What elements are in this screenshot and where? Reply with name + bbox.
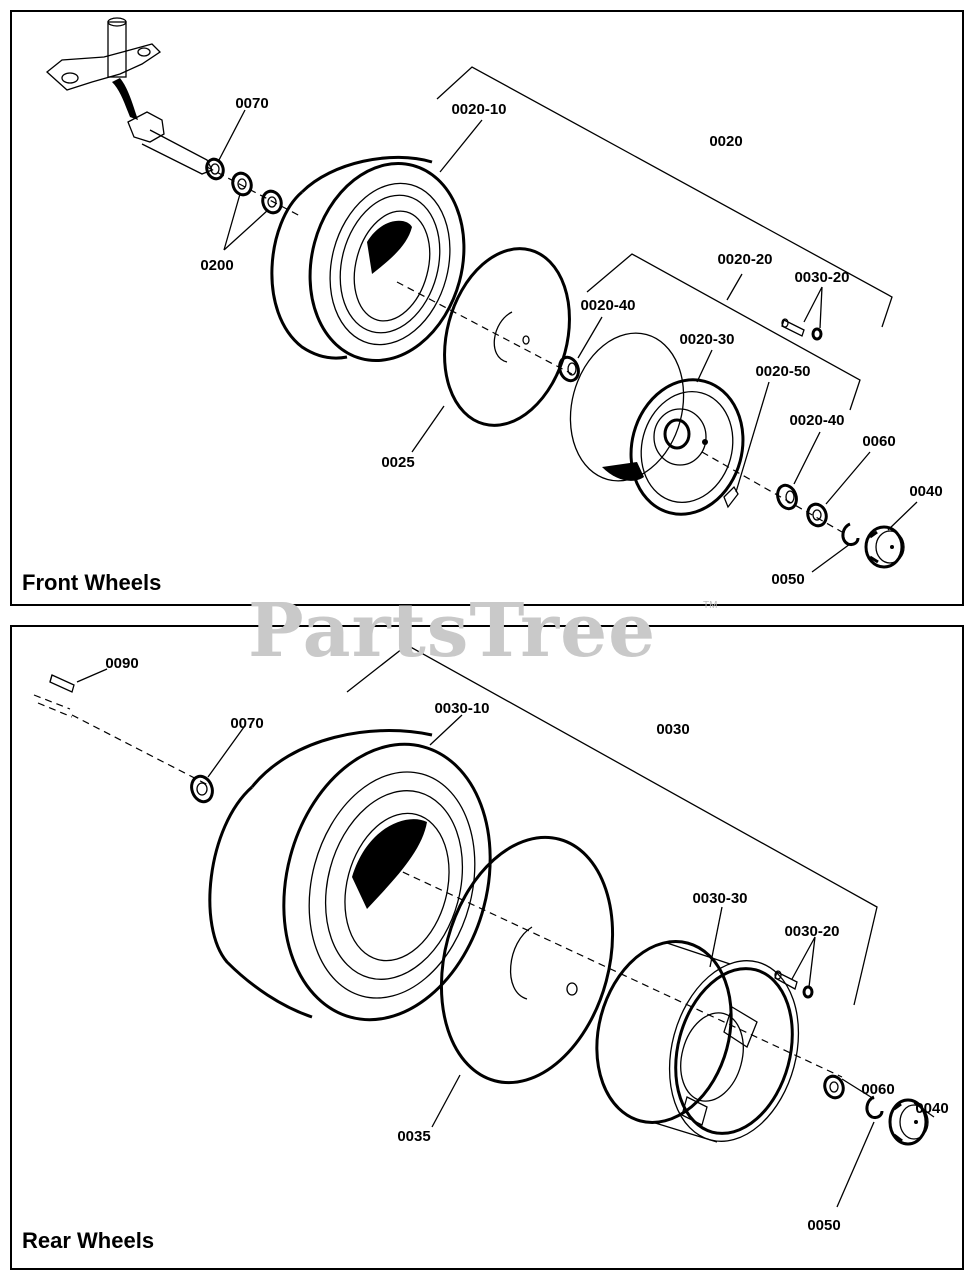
label-0050: 0050: [771, 571, 804, 588]
label-0040-rear: 0040: [915, 1100, 948, 1117]
label-0070-rear: 0070: [230, 715, 263, 732]
label-0020-40-b: 0020-40: [789, 412, 844, 429]
hub-cap-0040: [864, 525, 905, 569]
front-wheels-diagram: 0070 0200 0020-10 0020 0025 0020-20 0030…: [45, 17, 943, 588]
label-0040: 0040: [909, 483, 942, 500]
front-tube-0025: [443, 247, 571, 427]
label-0200: 0200: [200, 257, 233, 274]
label-0030: 0030: [656, 721, 689, 738]
label-0030-20-rear: 0030-20: [784, 923, 839, 940]
front-tire-0020-10: [270, 155, 466, 363]
bracket-0020: [436, 66, 893, 328]
rear-wheels-diagram: 0090 0070 0030-10 0030 0030-30 0030-20 0…: [33, 644, 949, 1234]
rear-wheels-title: Rear Wheels: [22, 1228, 155, 1253]
bracket-0030: [346, 644, 878, 1006]
label-0090: 0090: [105, 655, 138, 672]
front-wheels-title: Front Wheels: [22, 570, 162, 595]
e-clip-0050-rear: [865, 1095, 884, 1119]
label-0035: 0035: [397, 1128, 430, 1145]
grease-fitting-0020-50: [723, 485, 739, 509]
label-0060: 0060: [862, 433, 895, 450]
bearing-0020-40-b: [776, 483, 798, 511]
label-0020-30: 0020-30: [679, 331, 734, 348]
label-0030-30: 0030-30: [692, 890, 747, 907]
key-0090: [49, 674, 75, 693]
label-0070: 0070: [235, 95, 268, 112]
bearing-0020-40-a: [558, 355, 580, 383]
label-0020: 0020: [709, 133, 742, 150]
label-0030-20: 0030-20: [794, 269, 849, 286]
label-0030-10: 0030-10: [434, 700, 489, 717]
spindle-bracket: [45, 17, 213, 175]
label-0020-10: 0020-10: [451, 101, 506, 118]
valve-stem-0030-20-rear: [774, 970, 814, 999]
rear-tube-0035: [439, 835, 615, 1085]
valve-stem-0030-20: [781, 318, 823, 341]
bracket-0020-20: [586, 253, 861, 411]
rear-wheels-panel: 0090 0070 0030-10 0030 0030-30 0030-20 0…: [10, 625, 964, 1270]
label-0020-50: 0020-50: [755, 363, 810, 380]
label-0020-40-a: 0020-40: [580, 297, 635, 314]
washers-0200: [231, 171, 283, 215]
label-0025: 0025: [381, 454, 414, 471]
label-0060-rear: 0060: [861, 1081, 894, 1098]
rear-tire-0030-10: [208, 729, 492, 1022]
hub-cap-0040-rear: [888, 1098, 929, 1146]
front-rim-0020-30: [569, 332, 745, 516]
e-clip-0050: [841, 522, 860, 546]
rear-rim-0030-30: [595, 940, 800, 1143]
washer-0060: [806, 502, 828, 528]
washer-0060-rear: [823, 1074, 845, 1100]
washer-0070: [205, 157, 225, 181]
watermark-trademark: TM: [703, 600, 718, 611]
partstree-watermark: PartsTree: [248, 588, 657, 674]
label-0050-rear: 0050: [807, 1217, 840, 1234]
front-wheels-panel: 0070 0200 0020-10 0020 0025 0020-20 0030…: [10, 10, 964, 606]
label-0020-20: 0020-20: [717, 251, 772, 268]
washer-0070-rear: [190, 774, 214, 804]
